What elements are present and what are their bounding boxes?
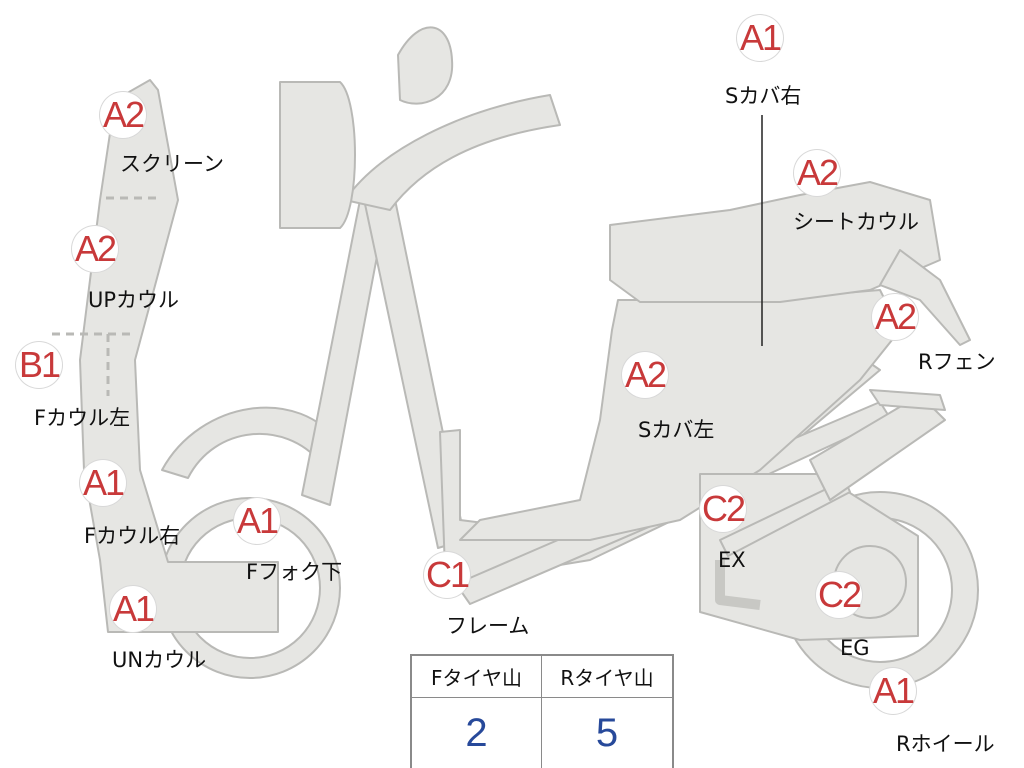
value-rear-tire: 5 bbox=[595, 710, 619, 755]
label-frame: フレーム bbox=[446, 614, 530, 638]
grade-badge-frame: C1 bbox=[424, 552, 470, 598]
label-f-cowl-right: Fカウル右 bbox=[84, 524, 181, 548]
grade-badge-exhaust: C2 bbox=[700, 486, 746, 532]
grade-badge-seat-cowl: A2 bbox=[794, 150, 840, 196]
rear-fender bbox=[879, 249, 971, 346]
label-r-wheel: Rホイール bbox=[896, 732, 995, 756]
grade-badge-r-wheel: A1 bbox=[870, 668, 916, 714]
grade-badge-f-cowl-left: B1 bbox=[16, 342, 62, 388]
label-up-cowl: UPカウル bbox=[88, 288, 180, 312]
label-f-fork-lower: Fフォク下 bbox=[246, 560, 343, 584]
seat bbox=[609, 181, 941, 303]
headlight bbox=[279, 81, 356, 229]
grade-badge-up-cowl: A2 bbox=[72, 226, 118, 272]
handlebar bbox=[344, 94, 561, 211]
label-un-cowl: UNカウル bbox=[112, 648, 207, 672]
label-seat-cowl: シートカウル bbox=[793, 210, 919, 234]
label-r-fender: Rフェン bbox=[918, 350, 996, 374]
exhaust-pipe bbox=[715, 560, 761, 610]
grade-badge-r-fender: A2 bbox=[872, 294, 918, 340]
header-rear-tire: Rタイヤ山 bbox=[542, 656, 672, 698]
grade-badge-screen: A2 bbox=[100, 92, 146, 138]
grade-badge-f-fork-lower: A1 bbox=[234, 498, 280, 544]
label-s-cover-right: Sカバ右 bbox=[725, 84, 802, 108]
grade-badge-s-cover-right: A1 bbox=[737, 15, 783, 61]
label-exhaust: EX bbox=[718, 548, 746, 572]
value-front-tire: 2 bbox=[412, 698, 542, 768]
rear-shock bbox=[809, 394, 946, 501]
label-engine: EG bbox=[840, 636, 870, 660]
label-f-cowl-left: Fカウル左 bbox=[34, 406, 131, 430]
header-front-tire: Fタイヤ山 bbox=[412, 656, 542, 698]
grade-badge-s-cover-left: A2 bbox=[622, 352, 668, 398]
grade-badge-f-cowl-right: A1 bbox=[80, 460, 126, 506]
label-s-cover-left: Sカバ左 bbox=[638, 418, 715, 442]
label-screen: スクリーン bbox=[120, 152, 224, 176]
grade-badge-engine: C2 bbox=[816, 572, 862, 618]
tire-tread-table: Fタイヤ山 Rタイヤ山 2 5 bbox=[410, 654, 674, 768]
grade-badge-un-cowl: A1 bbox=[110, 586, 156, 632]
